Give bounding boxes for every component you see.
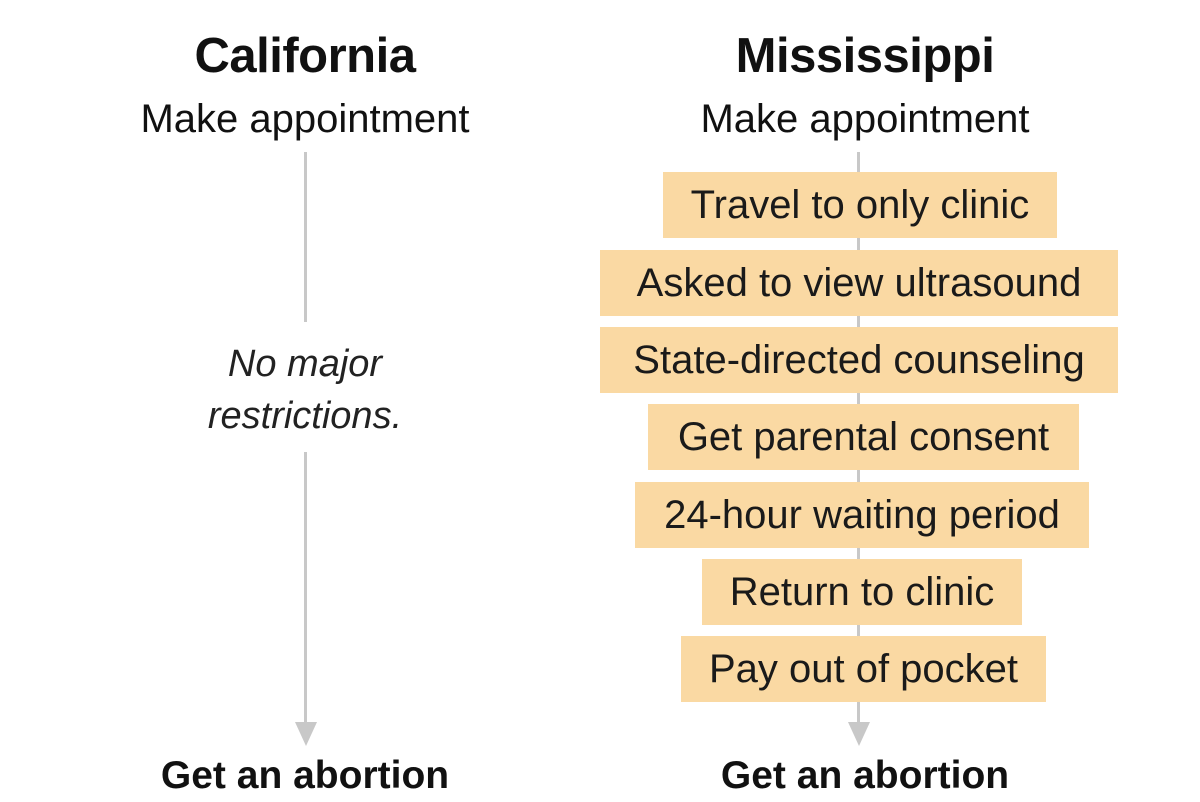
- mississippi-step-4: Get parental consent: [648, 404, 1079, 470]
- mississippi-step-1: Travel to only clinic: [663, 172, 1057, 238]
- mississippi-column: Mississippi Make appointment Travel to o…: [560, 0, 1170, 800]
- mississippi-step-6: Return to clinic: [702, 559, 1022, 625]
- mississippi-step-2: Asked to view ultrasound: [600, 250, 1118, 316]
- mississippi-title: Mississippi: [735, 29, 995, 83]
- california-end-label: Get an abortion: [160, 754, 450, 797]
- mississippi-step-3: State-directed counseling: [600, 327, 1118, 393]
- california-note-line-1: No major: [227, 343, 383, 385]
- california-note: No major restrictions.: [0, 338, 610, 442]
- california-title: California: [194, 29, 416, 83]
- california-column: California Make appointment No major res…: [0, 29, 610, 797]
- california-start-label: Make appointment: [140, 97, 470, 141]
- mississippi-arrow-head: [847, 722, 870, 746]
- mississippi-start-label: Make appointment: [700, 97, 1030, 141]
- mississippi-end-label: Get an abortion: [720, 754, 1010, 797]
- california-note-line-2: restrictions.: [207, 395, 403, 437]
- mississippi-step-5: 24-hour waiting period: [635, 482, 1089, 548]
- california-connector-bottom: [304, 452, 307, 724]
- california-arrow-head: [294, 722, 317, 746]
- mississippi-step-7: Pay out of pocket: [681, 636, 1046, 702]
- california-connector-top: [304, 152, 307, 322]
